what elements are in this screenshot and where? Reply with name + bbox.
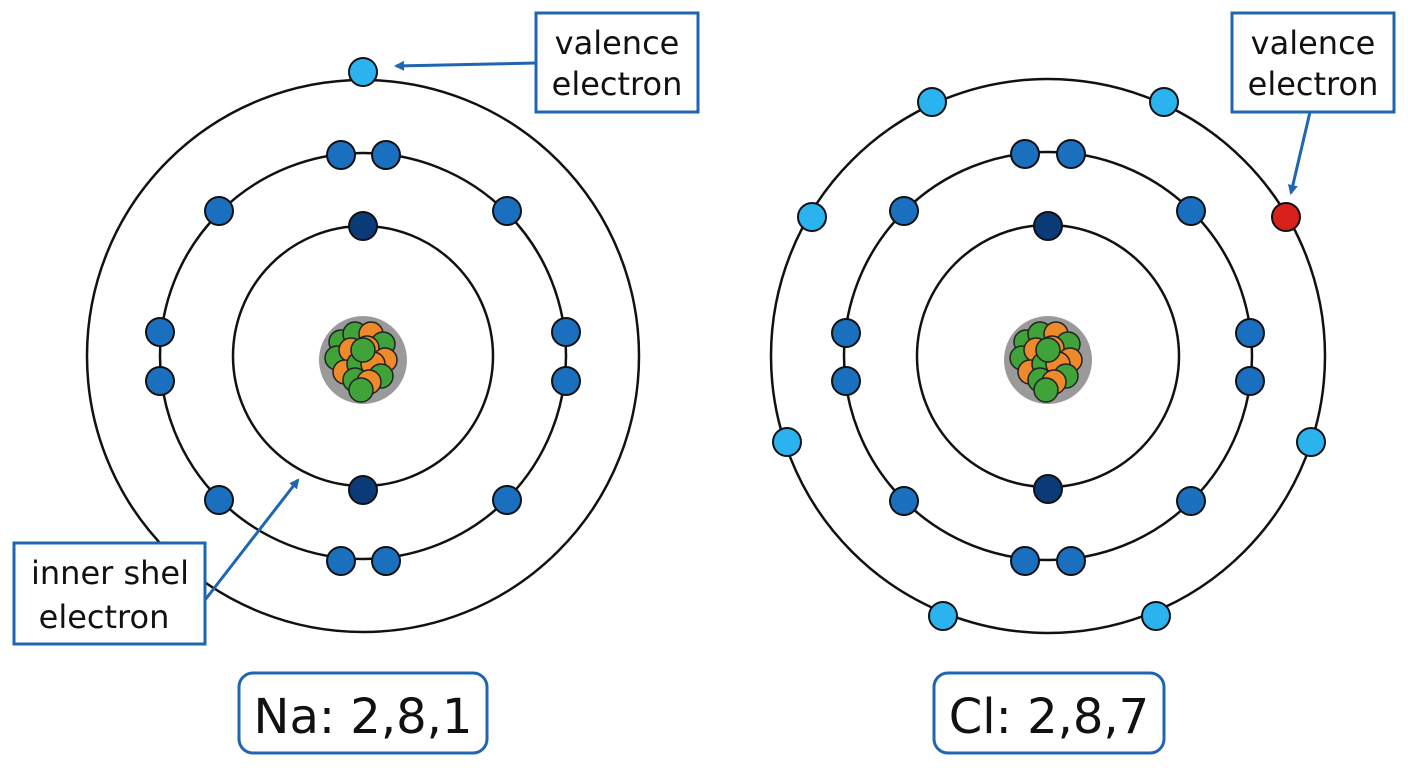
electron-shell-2 bbox=[1235, 318, 1265, 348]
electron-valence bbox=[928, 601, 958, 631]
neutron bbox=[348, 377, 374, 403]
valence-label-box bbox=[534, 11, 700, 114]
electron-shell-2 bbox=[551, 317, 581, 347]
electron-shell-2 bbox=[1010, 546, 1040, 576]
valence-label-line-1: valence bbox=[1251, 24, 1376, 62]
electron-inner bbox=[348, 211, 378, 241]
electron-shell-2 bbox=[145, 366, 175, 396]
chlorine-nucleus bbox=[1004, 316, 1092, 404]
sodium-atom: valence electron inner shel electron Na:… bbox=[12, 11, 700, 755]
electron-valence bbox=[917, 87, 947, 117]
valence-arrow bbox=[1287, 111, 1312, 195]
electron-valence bbox=[1141, 601, 1171, 631]
neutron bbox=[1033, 377, 1059, 403]
electron-shell-2 bbox=[831, 366, 861, 396]
inner-arrow bbox=[203, 478, 300, 601]
electron-valence bbox=[348, 57, 378, 87]
electron-shell-2 bbox=[1010, 139, 1040, 169]
electron-shell-2 bbox=[204, 196, 234, 226]
electron-inner bbox=[1033, 474, 1063, 504]
inner-label-line-2: electron bbox=[39, 598, 170, 636]
electron-shell-2 bbox=[371, 140, 401, 170]
chlorine-shell-3-orbit bbox=[769, 77, 1327, 635]
electron-shell-2 bbox=[492, 196, 522, 226]
chlorine-shell-2-orbit bbox=[842, 150, 1254, 562]
electron-shell-2 bbox=[204, 485, 234, 515]
inner-label-line-1: inner shel bbox=[31, 554, 189, 592]
sodium-shell-2-orbit bbox=[158, 151, 568, 561]
electron-shell-2 bbox=[551, 366, 581, 396]
electron-shell-2 bbox=[326, 546, 356, 576]
electron-shell-2 bbox=[145, 317, 175, 347]
sodium-valence-annotation: valence electron bbox=[394, 11, 700, 114]
electron-valence bbox=[797, 202, 827, 232]
electron-valence bbox=[1296, 427, 1326, 457]
chlorine-config: Cl: 2,8,7 bbox=[932, 671, 1166, 755]
electron-shell-2 bbox=[1176, 196, 1206, 226]
electron-shell-2 bbox=[831, 318, 861, 348]
electron-inner bbox=[348, 475, 378, 505]
electron-shell-2 bbox=[1056, 546, 1086, 576]
electron-valence bbox=[772, 427, 802, 457]
sodium-config: Na: 2,8,1 bbox=[237, 671, 489, 755]
valence-arrow bbox=[394, 60, 537, 71]
electron-shell-2 bbox=[326, 140, 356, 170]
electron-valence-highlight bbox=[1271, 202, 1301, 232]
chlorine-atom: valence electron Cl: 2,8,7 bbox=[769, 11, 1396, 755]
valence-label-line-1: valence bbox=[555, 24, 680, 62]
electron-shell-2 bbox=[371, 546, 401, 576]
neutron bbox=[350, 337, 376, 363]
sodium-inner-annotation: inner shel electron bbox=[12, 478, 300, 646]
electron-valence bbox=[1149, 87, 1179, 117]
chlorine-config-label: Cl: 2,8,7 bbox=[949, 689, 1149, 745]
electron-shell-2 bbox=[492, 485, 522, 515]
valence-label-line-2: electron bbox=[1248, 65, 1379, 103]
valence-label-box bbox=[1230, 11, 1396, 114]
electron-inner bbox=[1033, 211, 1063, 241]
sodium-electrons bbox=[145, 57, 581, 576]
sodium-nucleus bbox=[319, 316, 407, 404]
chlorine-config-box bbox=[932, 671, 1166, 755]
electron-shell-2 bbox=[1056, 139, 1086, 169]
valence-label-line-2: electron bbox=[552, 65, 683, 103]
sodium-config-box bbox=[237, 671, 489, 755]
chlorine-electrons bbox=[772, 87, 1326, 631]
electron-shell-2 bbox=[889, 486, 919, 516]
electron-shell-2 bbox=[1235, 366, 1265, 396]
inner-label-box bbox=[12, 541, 207, 646]
chlorine-valence-annotation: valence electron bbox=[1230, 11, 1396, 195]
sodium-config-label: Na: 2,8,1 bbox=[254, 689, 473, 745]
neutron bbox=[1035, 337, 1061, 363]
electron-shell-2 bbox=[889, 196, 919, 226]
electron-shell-2 bbox=[1176, 486, 1206, 516]
